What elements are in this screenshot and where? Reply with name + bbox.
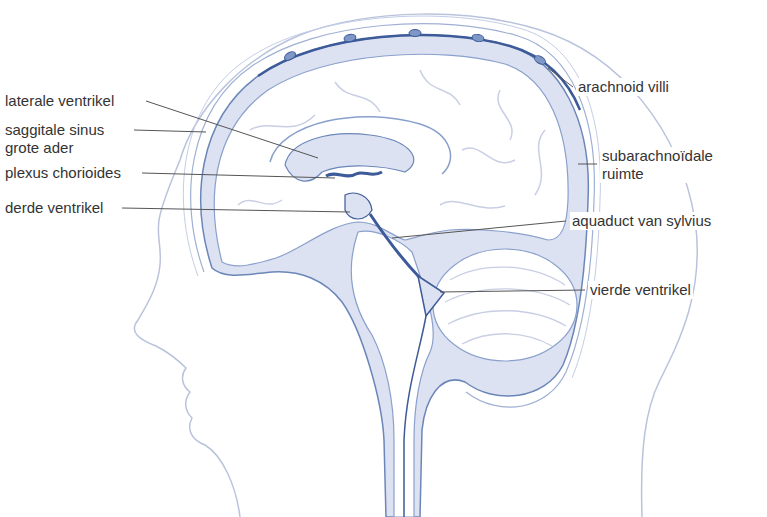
sulci bbox=[238, 70, 545, 208]
cerebellum bbox=[433, 249, 577, 361]
part-label: plexus chorioides bbox=[3, 164, 123, 182]
part-label: subarachnoïdale ruimte bbox=[600, 147, 744, 183]
aqueduct bbox=[370, 214, 420, 278]
subarachnoid-space bbox=[201, 35, 589, 517]
cerebellum-folia bbox=[445, 267, 570, 346]
lateral-ventricle bbox=[285, 134, 414, 181]
head-outline bbox=[134, 14, 697, 517]
brainstem bbox=[351, 231, 433, 517]
part-label: saggitale sinus grote ader bbox=[3, 121, 132, 157]
fourth-ventricle bbox=[418, 276, 444, 316]
choroid-plexus bbox=[326, 172, 382, 176]
leader-lines bbox=[122, 68, 597, 292]
part-label: laterale ventrikel bbox=[3, 92, 116, 110]
cerebrum bbox=[214, 54, 568, 266]
part-label: aquaduct van sylvius bbox=[570, 212, 713, 230]
part-label: arachnoid villi bbox=[576, 78, 671, 96]
third-ventricle bbox=[345, 193, 372, 219]
part-label: vierde ventrikel bbox=[588, 281, 693, 299]
part-label: derde ventrikel bbox=[3, 199, 105, 217]
central-canal bbox=[404, 316, 426, 517]
